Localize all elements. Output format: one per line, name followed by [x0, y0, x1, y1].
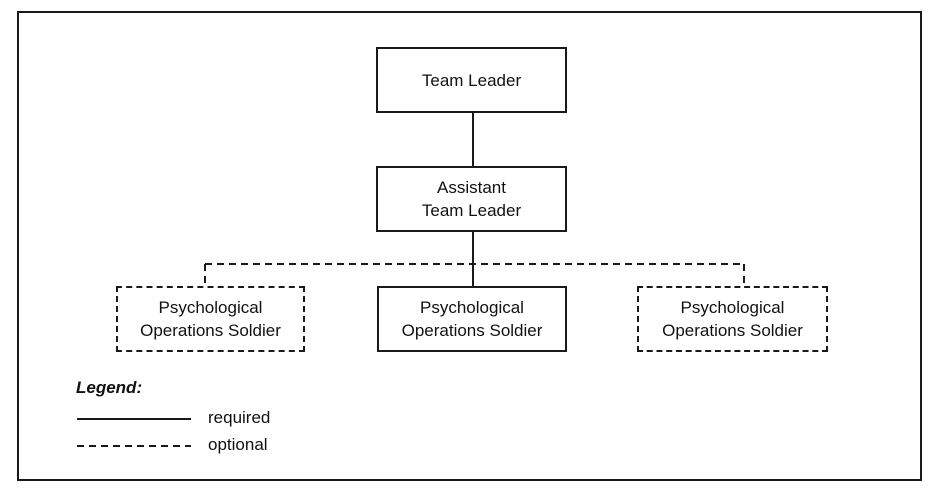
soldier-box-right: Psychological Operations Soldier [637, 286, 828, 352]
legend-required-label: required [208, 408, 271, 427]
assistant-label-line1: Assistant [437, 178, 506, 197]
assistant-label-line2: Team Leader [421, 201, 522, 220]
soldier-right-line2: Operations Soldier [662, 321, 803, 340]
soldier-center-line1: Psychological [420, 298, 524, 317]
diagram-frame [17, 11, 922, 481]
assistant-team-leader-box: Assistant Team Leader [376, 166, 567, 232]
soldier-left-line2: Operations Soldier [140, 321, 281, 340]
soldier-right-line1: Psychological [680, 298, 785, 317]
soldier-box-center: Psychological Operations Soldier [377, 286, 567, 352]
soldier-center-line2: Operations Soldier [401, 321, 543, 340]
legend-optional-label: optional [208, 435, 268, 454]
legend-title: Legend: [76, 378, 143, 397]
team-leader-label: Team Leader [421, 70, 522, 90]
soldier-box-left: Psychological Operations Soldier [116, 286, 305, 352]
team-leader-box: Team Leader [376, 47, 567, 113]
soldier-left-line1: Psychological [158, 298, 263, 317]
